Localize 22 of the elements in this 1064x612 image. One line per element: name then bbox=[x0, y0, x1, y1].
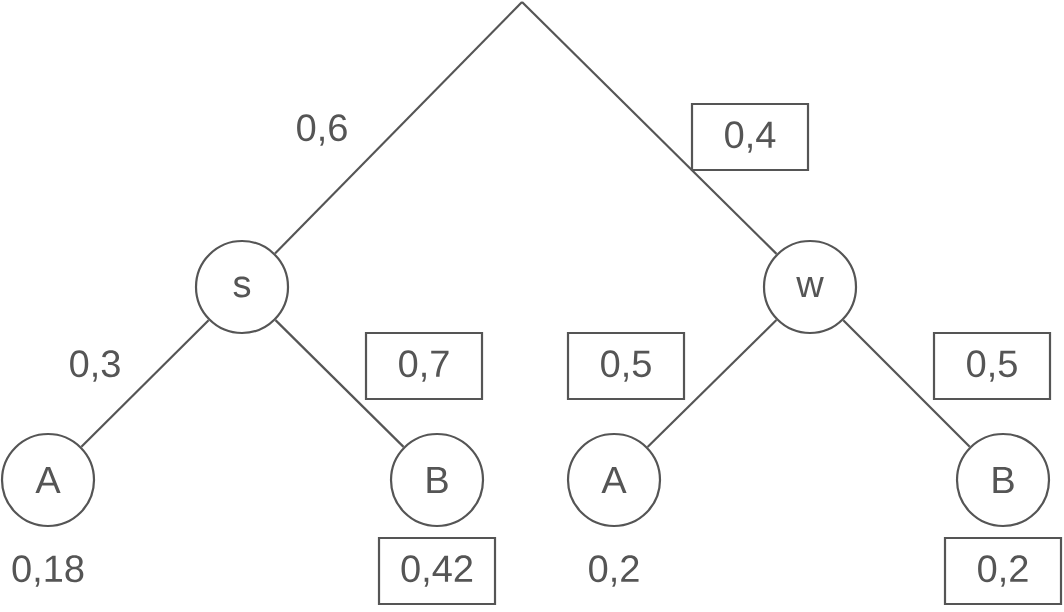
circle-node: A bbox=[566, 432, 662, 528]
branch-line bbox=[274, 319, 405, 448]
circle-node: B bbox=[955, 432, 1051, 528]
circle-node: s bbox=[194, 239, 290, 335]
edge-label: 0,3 bbox=[66, 348, 124, 384]
value-box: 0,2 bbox=[943, 536, 1063, 606]
boxed-edge-label: 0,5 bbox=[932, 331, 1052, 401]
edge-label: 0,6 bbox=[293, 112, 351, 148]
branch-line bbox=[842, 319, 971, 448]
branch-line bbox=[646, 319, 778, 448]
branch-line bbox=[521, 1, 778, 255]
branch-line bbox=[80, 319, 210, 448]
boxed-edge-label: 0,5 bbox=[566, 331, 686, 401]
circle-node: w bbox=[762, 239, 858, 335]
circle-node: A bbox=[0, 432, 96, 528]
value-label: 0,2 bbox=[589, 555, 639, 587]
circle-node: B bbox=[389, 432, 485, 528]
boxed-edge-label: 0,7 bbox=[364, 331, 484, 401]
boxed-edge-label: 0,4 bbox=[690, 102, 810, 172]
branch-line bbox=[274, 1, 523, 255]
value-label: 0,18 bbox=[12, 555, 84, 587]
value-box: 0,42 bbox=[377, 536, 497, 606]
